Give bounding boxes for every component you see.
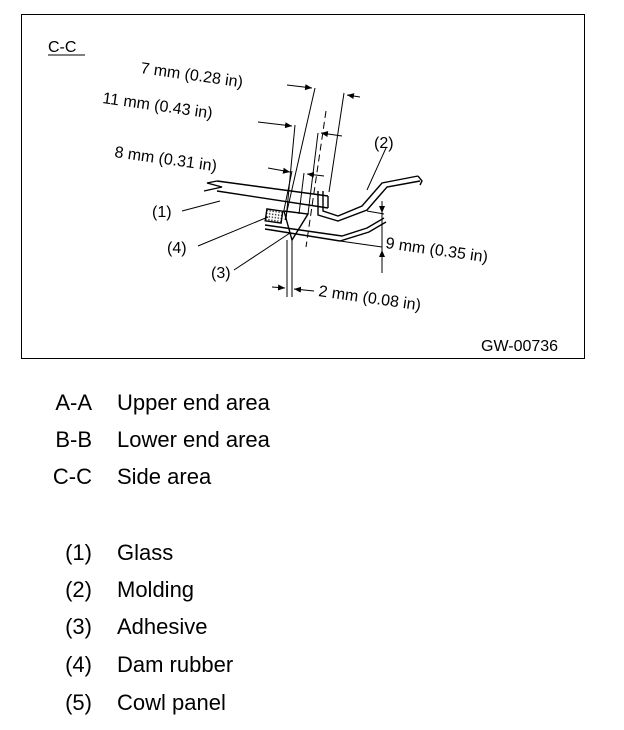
section-key: C-C xyxy=(52,464,92,489)
legend-row: B-B Lower end area xyxy=(0,425,624,455)
part-number: (4) xyxy=(65,652,92,677)
dimension-8mm: 8 mm (0.31 in) xyxy=(113,144,218,175)
part-label: Adhesive xyxy=(117,614,208,639)
part-number: (5) xyxy=(65,690,92,715)
callout-3: (3) xyxy=(211,265,231,282)
section-key: A-A xyxy=(55,390,92,415)
centre-line xyxy=(305,110,327,248)
part-number: (2) xyxy=(65,577,92,602)
callout-2: (2) xyxy=(374,135,394,152)
dimension-arrows xyxy=(257,84,385,293)
legend-row: C-C Side area xyxy=(0,462,624,492)
part-label: Glass xyxy=(117,540,174,565)
legend-row: (2) Molding xyxy=(0,575,624,605)
part-label: Molding xyxy=(117,577,195,602)
part-label: Cowl panel xyxy=(117,690,226,715)
callout-4: (4) xyxy=(167,240,187,257)
molding-shape xyxy=(317,175,423,222)
cross-section-diagram: C-C 7 mm (0.28 in) 11 mm (0.43 in) 8 mm … xyxy=(48,39,558,355)
leader-lines xyxy=(181,147,387,271)
section-key: B-B xyxy=(55,427,92,452)
section-label-text: Side area xyxy=(117,464,212,489)
section-label-text: Upper end area xyxy=(117,390,270,415)
dimension-7mm: 7 mm (0.28 in) xyxy=(139,60,244,91)
figure-id: GW-00736 xyxy=(481,338,558,355)
section-label: C-C xyxy=(48,39,76,56)
callout-1: (1) xyxy=(152,204,172,221)
legend-row: A-A Upper end area xyxy=(0,388,624,418)
dam-rubber-shape xyxy=(264,208,284,224)
part-number: (1) xyxy=(65,540,92,565)
legend-row: (1) Glass xyxy=(0,538,624,568)
dimension-2mm: 2 mm (0.08 in) xyxy=(317,283,422,314)
dimension-9mm: 9 mm (0.35 in) xyxy=(384,235,489,266)
part-number: (3) xyxy=(65,614,92,639)
legend-row: (5) Cowl panel xyxy=(0,688,624,718)
part-label: Dam rubber xyxy=(117,652,234,677)
legend-row: (4) Dam rubber xyxy=(0,650,624,680)
body-panel-shape xyxy=(264,217,387,242)
dimension-11mm: 11 mm (0.43 in) xyxy=(101,90,213,122)
legend-row: (3) Adhesive xyxy=(0,612,624,642)
section-label-text: Lower end area xyxy=(117,427,270,452)
figure-frame: C-C 7 mm (0.28 in) 11 mm (0.43 in) 8 mm … xyxy=(21,14,585,359)
adhesive-shape xyxy=(283,210,310,242)
